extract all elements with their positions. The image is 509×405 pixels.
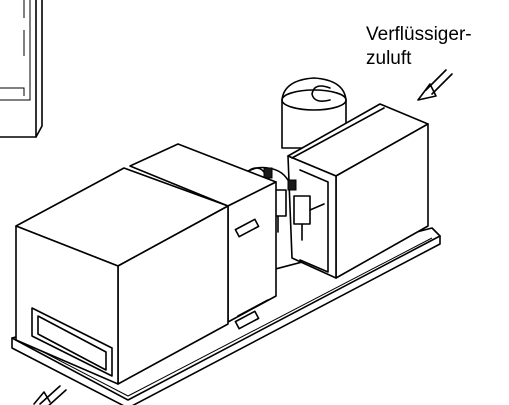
side-panel-fragment xyxy=(0,0,43,138)
inlet-arrow-icon xyxy=(417,69,453,101)
compressor-tank xyxy=(281,77,347,149)
condenser-air-inlet-label-line2: zuluft xyxy=(366,48,412,69)
air-outlet-opening xyxy=(31,307,113,377)
evaporator-housing xyxy=(15,167,229,385)
condenser-air-inlet-label-line1: Verflüssiger- xyxy=(366,24,472,45)
condenser-unit xyxy=(287,103,429,279)
outlet-arrow-icon xyxy=(33,385,67,405)
middle-housing xyxy=(129,143,277,330)
